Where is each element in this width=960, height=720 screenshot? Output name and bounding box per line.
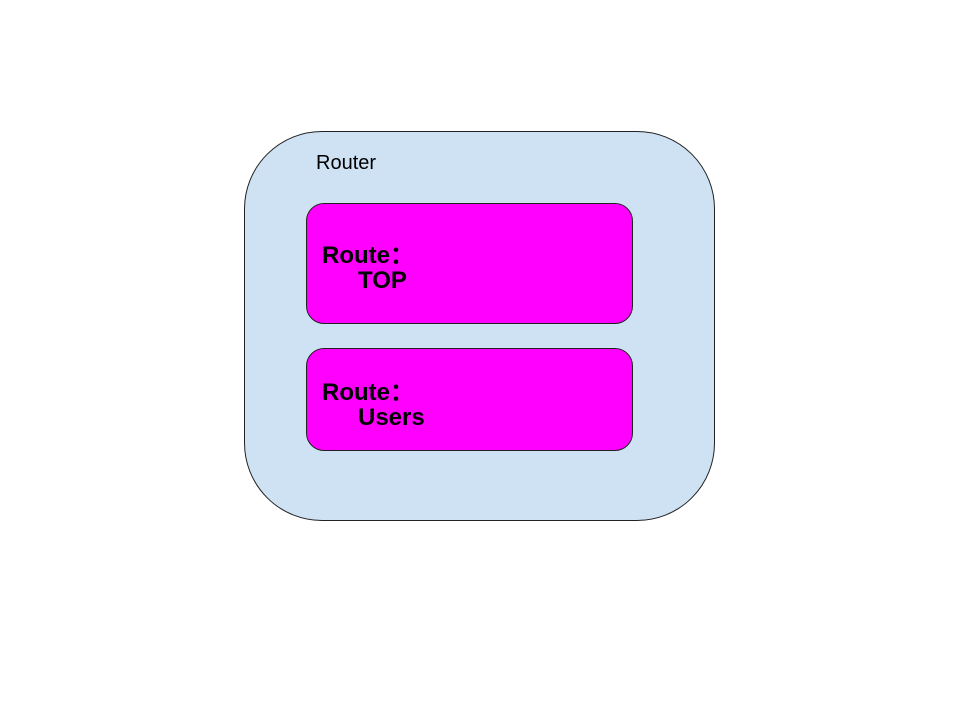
- router-container: [244, 131, 715, 521]
- route-box-top: Route： TOP: [306, 203, 633, 324]
- route-name-label: Users: [358, 404, 425, 431]
- route-key-label: Route：: [322, 379, 414, 406]
- route-name-label: TOP: [358, 267, 407, 294]
- route-box-users: Route： Users: [306, 348, 633, 451]
- route-key-label: Route：: [322, 242, 414, 269]
- router-label: Router: [316, 152, 377, 174]
